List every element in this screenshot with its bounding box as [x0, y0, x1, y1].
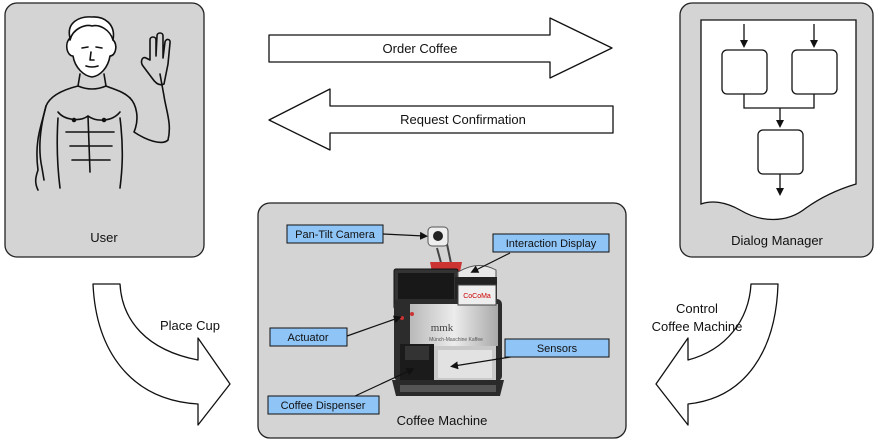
coffee-dispenser-callout: Coffee Dispenser	[267, 395, 380, 415]
machine-model-logo: mmk	[431, 322, 454, 334]
pan-tilt-camera-label: Pan-Tilt Camera	[295, 229, 376, 241]
coffee-machine-illustration: CoCoMa mmk Münch-Maschine Kaffee	[392, 226, 504, 396]
request-confirmation-label: Request Confirmation	[400, 112, 526, 127]
flowchart-document-icon	[700, 19, 857, 221]
coffee-machine-panel: CoCoMa mmk Münch-Maschine Kaffee	[257, 202, 627, 439]
user-figure-icon	[34, 16, 171, 191]
sensors-callout: Sensors	[504, 338, 610, 358]
machine-caption-logo: Münch-Maschine Kaffee	[429, 337, 483, 343]
control-label-line1: Control	[676, 301, 718, 316]
dialog-manager-panel-label: Dialog Manager	[731, 233, 823, 248]
pan-tilt-camera-callout: Pan-Tilt Camera	[286, 224, 384, 244]
coffee-machine-panel-label: Coffee Machine	[397, 413, 488, 428]
coffee-dispenser-label: Coffee Dispenser	[281, 400, 366, 412]
interaction-display-callout: Interaction Display	[492, 233, 610, 253]
request-confirmation-arrow: Request Confirmation	[268, 88, 614, 151]
order-coffee-arrow: Order Coffee	[268, 17, 613, 79]
order-coffee-label: Order Coffee	[383, 41, 458, 56]
place-cup-label: Place Cup	[160, 318, 220, 333]
user-panel-label: User	[90, 230, 118, 245]
actuator-callout: Actuator	[269, 327, 348, 347]
control-coffee-machine-arrow: Control Coffee Machine	[652, 283, 779, 426]
place-cup-arrow: Place Cup	[92, 283, 231, 426]
sensors-label: Sensors	[537, 343, 578, 355]
interaction-display-label: Interaction Display	[506, 238, 597, 250]
user-panel: User	[4, 2, 205, 258]
dialog-manager-panel: Dialog Manager	[679, 2, 874, 258]
control-label-line2: Coffee Machine	[652, 319, 743, 334]
actuator-label: Actuator	[288, 332, 329, 344]
machine-brand-logo: CoCoMa	[463, 293, 491, 300]
